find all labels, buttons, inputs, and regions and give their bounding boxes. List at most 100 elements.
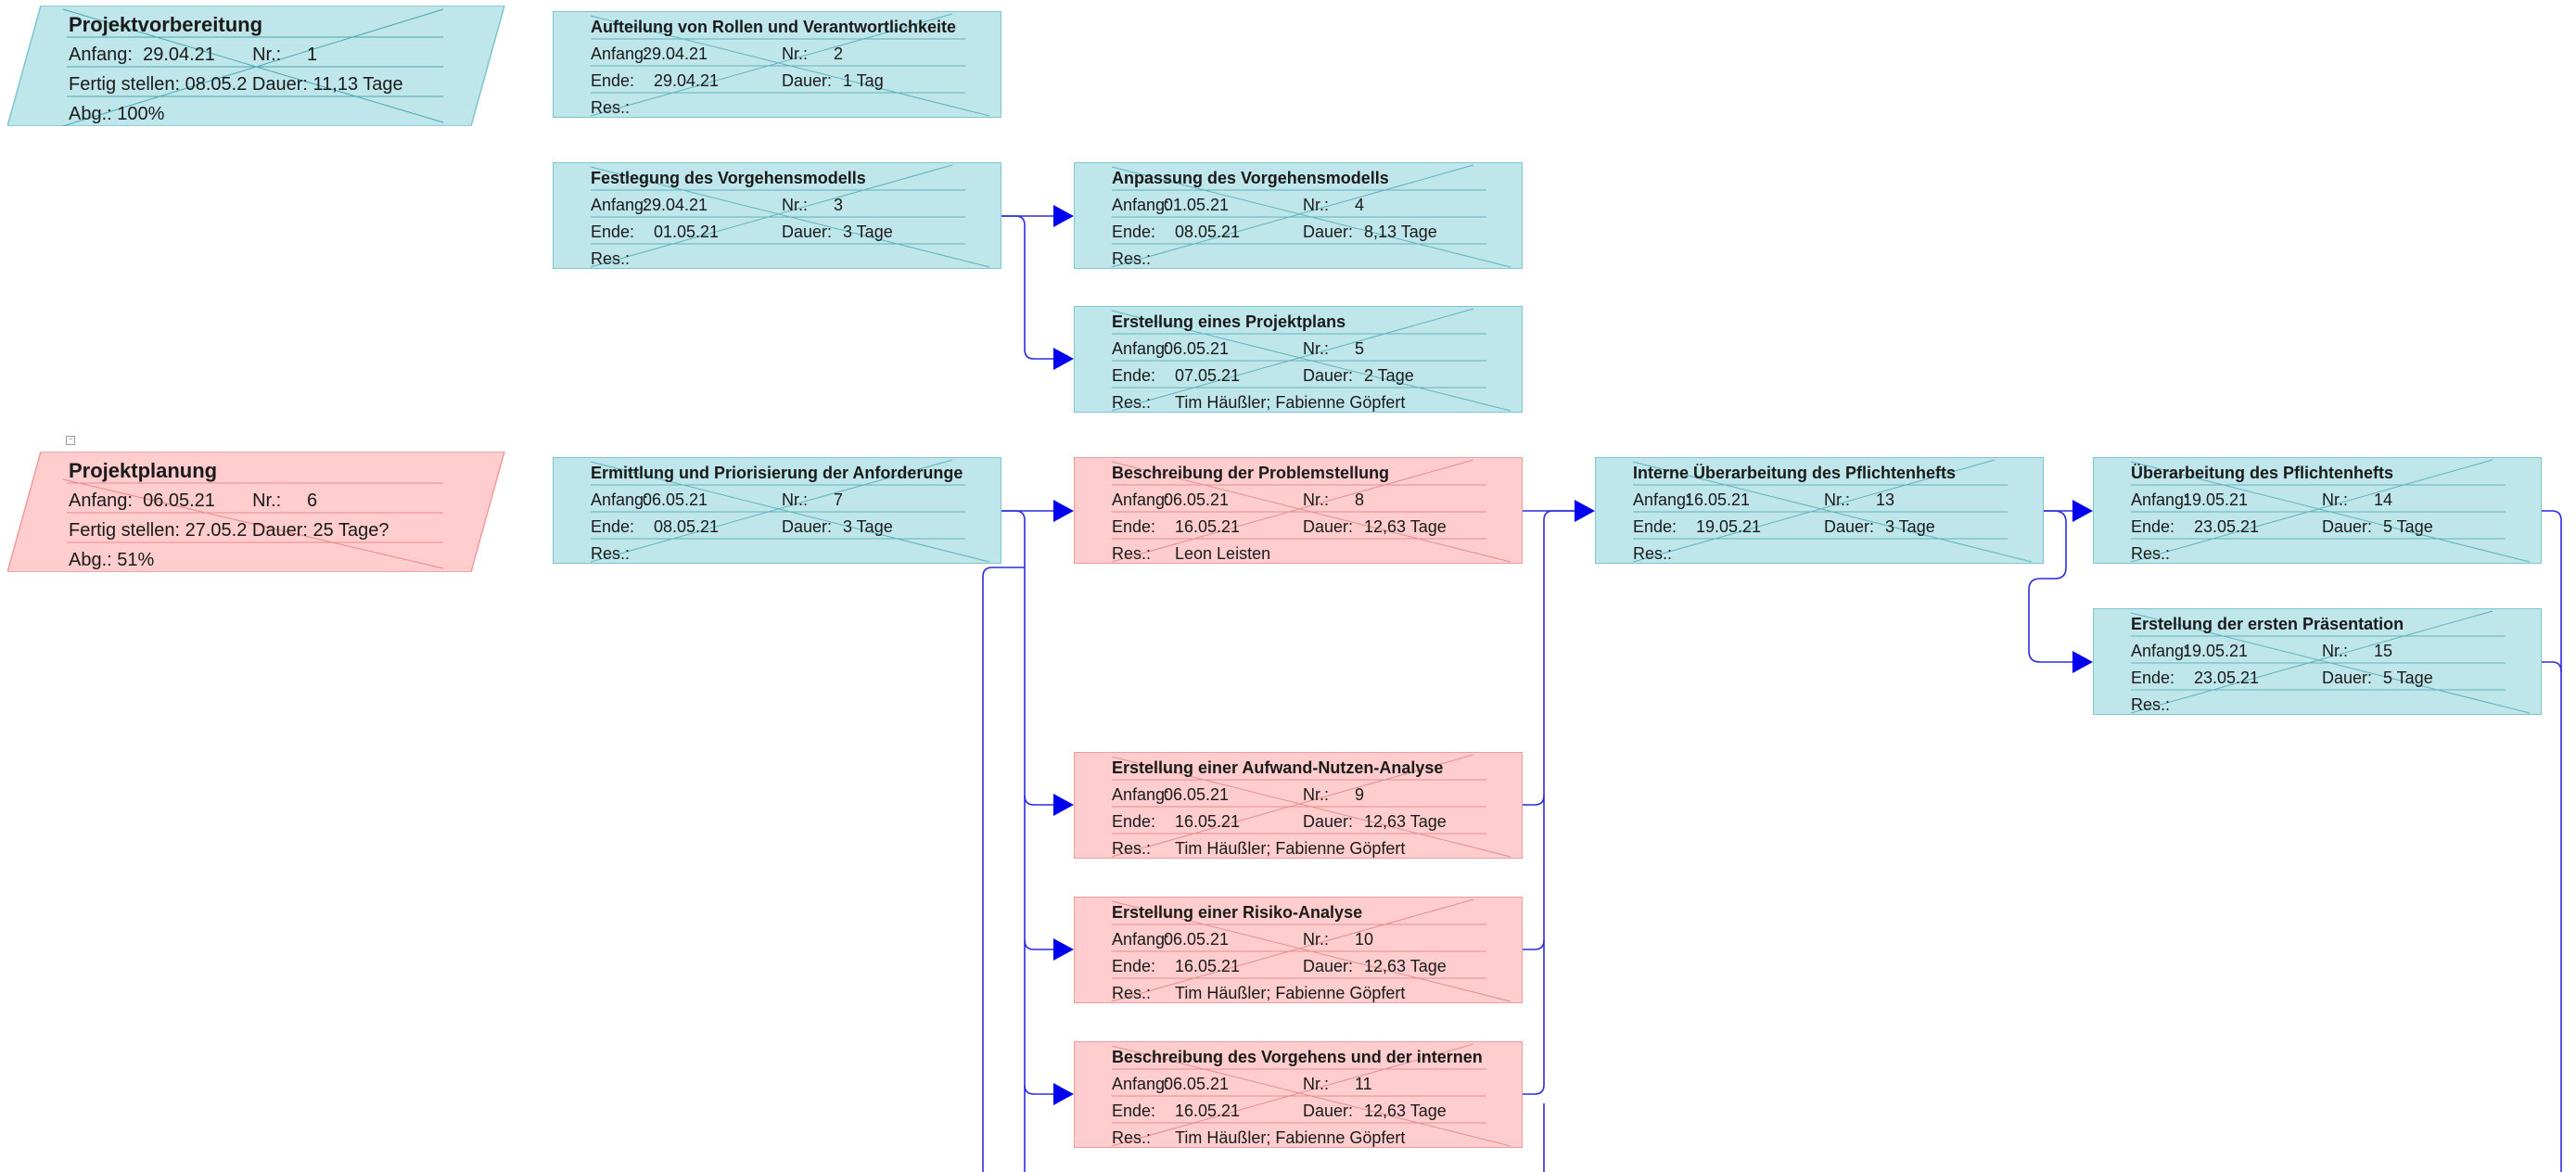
res-label: Res.: (1633, 544, 1673, 563)
ende-label: Ende: (591, 71, 635, 90)
ende-label: Ende: (591, 517, 635, 536)
dauer-label: Dauer: (782, 223, 833, 241)
summary-shape (7, 452, 505, 572)
res-label: Res.: (1112, 544, 1152, 563)
arrowhead-14 (2072, 500, 2093, 522)
task-row-res: Res.:Tim Häußler; Fabienne Göpfert (1112, 1128, 1405, 1147)
task-title: Erstellung der ersten Präsentation (2131, 615, 2404, 633)
task-gridlines (2130, 459, 2531, 563)
dauer-label: Dauer: (1303, 517, 1354, 536)
nr-value: 2 (834, 45, 844, 63)
anfang-label: Anfang: (1112, 930, 1170, 949)
nr-value: 14 (2374, 490, 2393, 509)
connector-9-13 (1523, 510, 1588, 806)
task-title: Ermittlung und Priorisierung der Anforde… (591, 464, 963, 482)
ende-value: 01.05.21 (654, 223, 720, 241)
dauer-value: 12,63 Tage (1364, 812, 1447, 831)
ende-value: 16.05.21 (1175, 957, 1241, 975)
anfang-value: 19.05.21 (2183, 642, 2249, 660)
task-title: Beschreibung der Problemstellung (1112, 464, 1390, 482)
task-title: Festlegung des Vorgehensmodells (591, 169, 866, 187)
anfang-value: 06.05.21 (1164, 490, 1230, 509)
task-gridlines (1111, 1043, 1511, 1147)
nr-label: Nr.: (1303, 785, 1330, 804)
nr-label: Nr.: (1303, 339, 1330, 358)
dauer-value: 2 Tage (1364, 366, 1414, 385)
dauer-value: 1 Tag (843, 71, 884, 90)
dauer-value: 5 Tage (2383, 517, 2433, 536)
task-gridlines (1111, 459, 1511, 563)
nr-label: Nr.: (782, 490, 809, 509)
task-node-2[interactable]: Aufteilung von Rollen und Verantwortlich… (553, 11, 1001, 118)
anfang-label: Anfang: (591, 490, 649, 509)
task-row-res: Res.: (591, 98, 654, 117)
task-row-res: Res.: (1633, 544, 1696, 563)
nr-label: Nr.: (782, 196, 809, 214)
ende-label: Ende: (1112, 957, 1156, 975)
arrowhead-9 (1053, 794, 1074, 816)
nr-label: Nr.: (2322, 642, 2349, 660)
collapse-toggle[interactable]: − (66, 436, 75, 445)
res-label: Res.: (2131, 544, 2171, 563)
anfang-value: 06.05.21 (1164, 785, 1230, 804)
nr-value: 7 (834, 490, 844, 509)
task-node-13[interactable]: Interne Überarbeitung des Pflichtenhefts… (1595, 457, 2044, 564)
task-node-7[interactable]: Ermittlung und Priorisierung der Anforde… (553, 457, 1001, 564)
connector-7-10 (1024, 796, 1066, 950)
anfang-value: 29.04.21 (643, 196, 708, 214)
dauer-label: Dauer: (2322, 669, 2373, 687)
task-row-res: Res.:Tim Häußler; Fabienne Göpfert (1112, 393, 1406, 412)
ende-value: 29.04.21 (654, 71, 720, 90)
dauer-label: Dauer: (782, 517, 833, 536)
summary-row-fertig: Fertig stellen: 08.05.2 Dauer: 11,13 Tag… (69, 74, 403, 95)
task-node-11[interactable]: Beschreibung des Vorgehens und der inter… (1074, 1041, 1523, 1148)
res-value: Tim Häußler; Fabienne Göpfert (1175, 393, 1406, 412)
ende-value: 19.05.21 (1696, 517, 1762, 536)
dauer-label: Dauer: (1303, 812, 1354, 831)
task-row-res: Res.:Tim Häußler; Fabienne Göpfert (1112, 839, 1405, 858)
dauer-value: 12,63 Tage (1364, 1102, 1447, 1120)
anfang-value: 06.05.21 (1164, 930, 1230, 949)
task-gridlines (1632, 459, 2033, 563)
res-label: Res.: (591, 98, 631, 117)
nr-value: 5 (1355, 339, 1365, 358)
task-gridlines (1111, 308, 1511, 412)
task-row-res: Res.: (1112, 249, 1175, 268)
anfang-value: 16.05.21 (1685, 490, 1751, 509)
nr-value: 4 (1355, 196, 1365, 214)
task-gridlines (1111, 898, 1511, 1002)
dauer-label: Dauer: (1303, 366, 1354, 385)
dauer-label: Dauer: (2322, 517, 2373, 536)
dauer-label: Dauer: (1303, 1102, 1354, 1120)
connector-3-5 (1001, 215, 1066, 360)
dauer-value: 3 Tage (1885, 517, 1935, 536)
dauer-label: Dauer: (782, 71, 833, 90)
anfang-label: Anfang: (1633, 490, 1691, 509)
nr-label: Nr.: (1303, 490, 1330, 509)
anfang-label: Anfang: (591, 196, 649, 214)
dauer-value: 12,63 Tage (1364, 517, 1447, 536)
ende-label: Ende: (1112, 366, 1156, 385)
